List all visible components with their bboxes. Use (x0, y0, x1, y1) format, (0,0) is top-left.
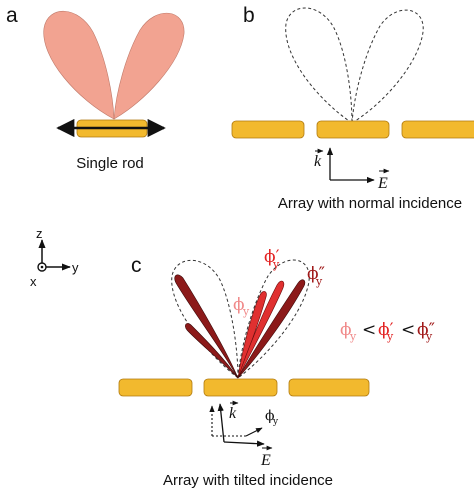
coordinate-axes: z y x (30, 226, 79, 289)
panel-b-rod-center (316, 120, 390, 139)
panel-b-right-lobe-outline (351, 9, 424, 124)
panel-c-caption: Array with tilted incidence (163, 472, 333, 489)
svg-text:y: y (272, 258, 280, 271)
panel-c-vectors: k ϕ y E (209, 400, 279, 469)
svg-text:y: y (272, 417, 279, 427)
panel-c-e-arrow (223, 440, 265, 447)
svg-text:ϕ″: ϕ″ (307, 264, 325, 284)
panel-c-phi-label: ϕ y (265, 408, 279, 427)
panel-c-rod-right (288, 378, 370, 397)
panel-b-letter: b (243, 4, 255, 27)
svg-text:k: k (229, 405, 237, 422)
x-axis-label: x (30, 274, 37, 289)
svg-text:<: < (401, 320, 415, 340)
panel-a: a Single rod (6, 4, 185, 172)
panel-c: c ϕ y ϕ′ y ϕ″ y ϕ y < ϕ (118, 247, 435, 489)
panel-c-letter: c (131, 254, 142, 277)
panel-b-k-label: k (314, 148, 324, 170)
panel-c-rod-center (203, 378, 278, 397)
panel-b-e-label: E (377, 168, 390, 192)
svg-text:E: E (377, 175, 388, 192)
panel-c-right-beam-red-2 (237, 280, 285, 379)
panel-a-letter: a (6, 4, 18, 27)
svg-text:y: y (315, 275, 323, 288)
panel-b: b k E Array with normal incidence (231, 4, 474, 212)
z-axis-label: z (36, 226, 43, 241)
phase-inequality: ϕ y < ϕ′ y < ϕ″ y (340, 320, 435, 343)
panel-c-rod-left (118, 378, 193, 397)
svg-text:<: < (362, 320, 376, 340)
svg-text:y: y (349, 330, 357, 343)
svg-text:y: y (386, 330, 394, 343)
panel-c-k-label: k (229, 400, 239, 422)
panel-c-angle-arrow (245, 427, 263, 437)
panel-c-right-lobe-outline (237, 259, 310, 380)
phi-label-pink: ϕ y (233, 295, 250, 318)
panel-c-left-beam-dark (174, 274, 239, 379)
panel-a-right-lobe (113, 12, 185, 120)
panel-b-left-lobe-outline (285, 7, 353, 124)
phi-prime-label: ϕ′ y (264, 247, 280, 271)
panel-c-right-beam-dark (237, 279, 306, 379)
panel-b-caption: Array with normal incidence (278, 195, 462, 212)
panel-a-left-lobe (43, 10, 115, 120)
svg-text:ϕ: ϕ (233, 295, 245, 315)
svg-text:y: y (425, 330, 433, 343)
phi-double-prime-label: ϕ″ y (307, 264, 325, 288)
svg-text:ϕ″: ϕ″ (417, 320, 435, 340)
panel-a-caption: Single rod (76, 155, 144, 172)
y-axis-label: y (72, 260, 79, 275)
panel-c-left-beam-dark-2 (185, 323, 239, 379)
svg-text:y: y (242, 305, 250, 318)
panel-b-rod-right (401, 120, 474, 139)
svg-text:ϕ′: ϕ′ (264, 247, 280, 267)
panel-b-rod-left (231, 120, 305, 139)
svg-text:ϕ: ϕ (265, 408, 275, 424)
svg-text:E: E (260, 452, 271, 469)
panel-c-e-label: E (260, 445, 273, 469)
svg-text:ϕ′: ϕ′ (378, 320, 394, 340)
svg-text:k: k (314, 153, 322, 170)
panel-c-k-arrow (217, 403, 225, 443)
svg-text:ϕ: ϕ (340, 320, 352, 340)
